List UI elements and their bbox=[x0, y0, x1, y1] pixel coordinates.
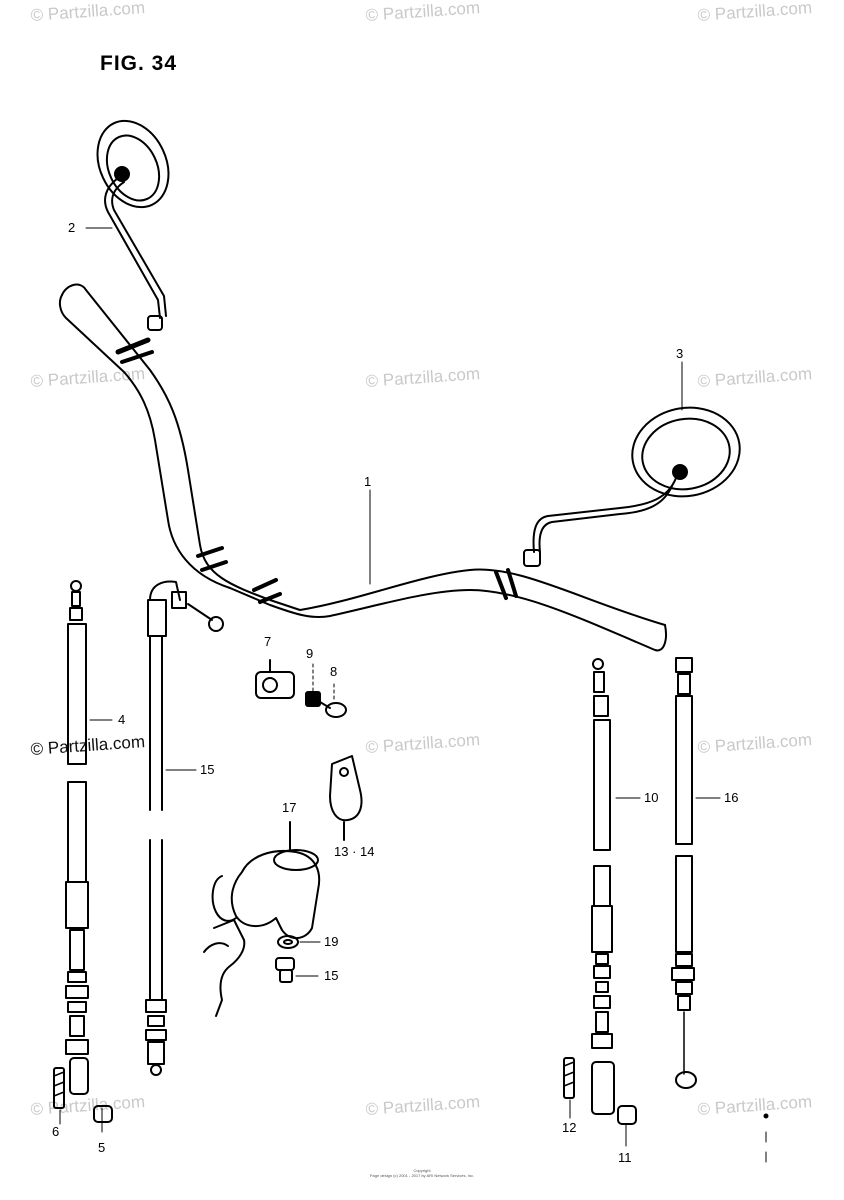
pin-12 bbox=[563, 1057, 575, 1099]
ignition-switch-17 bbox=[203, 821, 321, 1017]
nut-5 bbox=[93, 1105, 113, 1123]
callout-4: 4 bbox=[118, 712, 126, 727]
callout-6: 6 bbox=[52, 1124, 60, 1139]
cable-10 bbox=[591, 658, 615, 1115]
screw-15 bbox=[275, 957, 295, 983]
callout-7: 7 bbox=[264, 634, 272, 649]
callout-1: 1 bbox=[364, 474, 372, 489]
callout-3: 3 bbox=[676, 346, 684, 361]
clamp-7 bbox=[255, 659, 295, 699]
cable-4 bbox=[65, 580, 89, 1095]
copyright-line-1: Copyright bbox=[413, 1168, 431, 1173]
callout-13-14: 13 · 14 bbox=[334, 844, 375, 859]
screw-8 bbox=[319, 683, 347, 718]
copyright-footer: Copyright Page design (c) 2001 - 2017 by… bbox=[0, 1168, 844, 1178]
cable-15 bbox=[145, 580, 224, 1076]
pin-6 bbox=[53, 1067, 65, 1109]
mirror-right bbox=[523, 406, 741, 567]
callout-17: 17 bbox=[282, 800, 297, 815]
nut-9 bbox=[305, 663, 321, 707]
figure-title: FIG. 34 bbox=[100, 52, 178, 75]
callout-12: 12 bbox=[562, 1120, 577, 1135]
cable-16 bbox=[671, 657, 697, 1089]
callout-5: 5 bbox=[98, 1140, 106, 1155]
nut-11 bbox=[617, 1105, 637, 1125]
clamp-13-14 bbox=[329, 755, 363, 841]
handlebar bbox=[58, 283, 667, 652]
callout-15a: 15 bbox=[200, 762, 215, 777]
stray-mark bbox=[763, 1113, 769, 1119]
callout-15b: 15 bbox=[324, 968, 339, 983]
mirror-left bbox=[96, 119, 170, 331]
callout-8: 8 bbox=[330, 664, 338, 679]
callout-9: 9 bbox=[306, 646, 314, 661]
callout-11: 11 bbox=[618, 1150, 632, 1165]
copyright-line-2: Page design (c) 2001 - 2017 by ARI Netwo… bbox=[369, 1173, 475, 1178]
washer-19 bbox=[277, 935, 299, 949]
callout-2: 2 bbox=[68, 220, 76, 235]
callout-10: 10 bbox=[644, 790, 659, 805]
leader-lines bbox=[59, 227, 721, 1147]
callout-16: 16 bbox=[724, 790, 739, 805]
callout-19: 19 bbox=[324, 934, 339, 949]
